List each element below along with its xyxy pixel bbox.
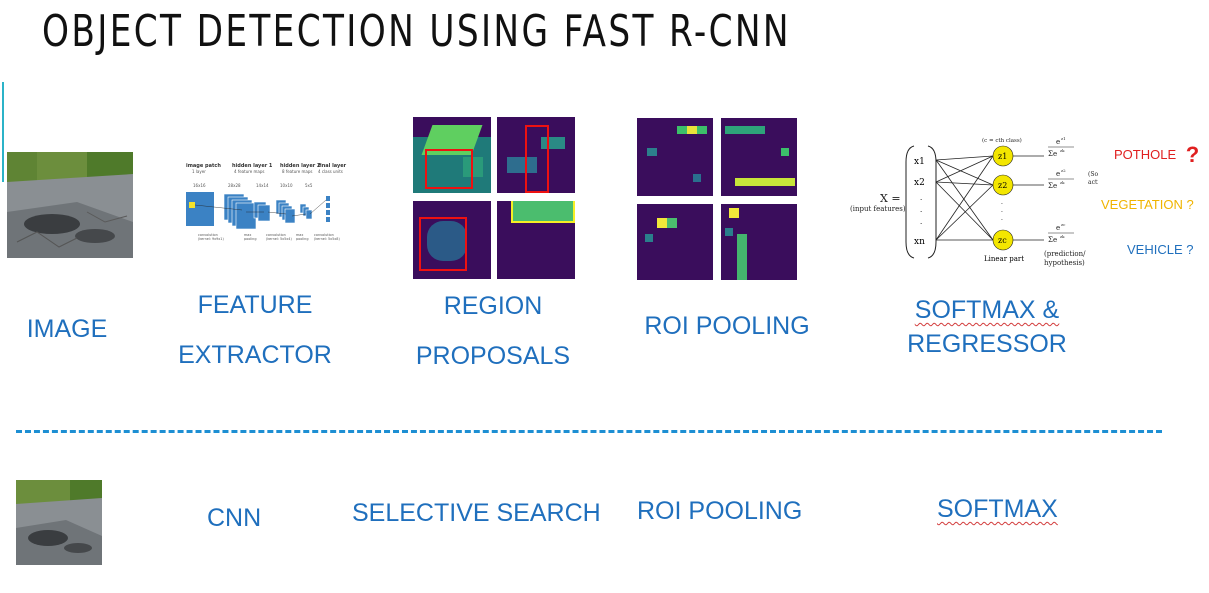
svg-text:activation): activation) [1088,179,1098,186]
svg-text:convolution: convolution [266,233,286,237]
svg-text:zk: zk [1060,234,1065,239]
class-pothole-label: POTHOLE [1114,147,1177,162]
bottom-cnn: CNN [207,504,262,532]
roi-tile-2 [721,118,797,196]
svg-text:(kernel: 5x5x8): (kernel: 5x5x8) [314,237,340,241]
svg-text:(kernel: 5x5x4): (kernel: 5x5x4) [266,237,292,241]
roi-tile-3 [637,204,713,280]
softmax-linear-part: Linear part [984,255,1024,263]
svg-text:zk: zk [1060,180,1065,185]
svg-text:Σe: Σe [1048,236,1057,244]
label-region-line2: PROPOSALS [415,342,571,370]
bottom-softmax: SOFTMAX [937,495,1058,524]
cnn-sub-1: 4 feature maps [234,169,265,174]
label-feature-line2: EXTRACTOR [178,341,332,369]
svg-text:pooling: pooling [244,237,257,241]
softmax-diagram: X = (input features) x1 x2 .. . xn (c = … [848,132,1120,274]
cnn-size-1: 28x28 [228,183,241,188]
region-tile-1 [413,117,491,193]
svg-text:max: max [244,233,251,237]
svg-text:Σe: Σe [1048,182,1057,190]
svg-text:z2: z2 [1061,168,1066,173]
cnn-size-0: 16x16 [193,183,206,188]
svg-text:.: . [920,218,922,226]
cnn-size-4: 5x5 [305,183,313,188]
cnn-sub-2: 8 feature maps [282,169,313,174]
softmax-class-note: (c = cth class) [982,137,1022,144]
roi-tile-4 [721,204,797,280]
label-region: REGION PROPOSALS [400,281,586,381]
label-image: IMAGE [26,315,108,343]
region-proposals-grid [413,117,575,279]
softmax-input-2: x2 [914,178,925,188]
region-tile-4 [497,201,575,279]
road-image-small [16,480,102,565]
svg-text:zc: zc [1061,222,1066,227]
softmax-node-1: z1 [998,152,1007,161]
label-feature-line1: FEATURE [197,291,313,319]
cnn-size-3: 10x10 [280,183,293,188]
cnn-diagram: image patch hidden layer 1 hidden layer … [180,160,348,252]
cnn-sub-0: 1 layer [192,169,206,174]
class-pothole: POTHOLE ? [1114,142,1199,168]
svg-text:zk: zk [1060,148,1065,153]
svg-text:e: e [1056,224,1060,232]
svg-text:max: max [296,233,303,237]
road-image [7,152,133,258]
bottom-softmax-label: SOFTMAX [937,495,1058,523]
softmax-x-sub: (input features) [850,205,906,213]
svg-text:.: . [1001,215,1003,222]
roi-pooling-grid [637,118,797,280]
softmax-input-1: x1 [914,157,925,167]
region-tile-3 [413,201,491,279]
label-softmax: SOFTMAX & REGRESSOR [890,293,1084,361]
cnn-header-3: final layer [318,163,347,169]
cnn-header-1: hidden layer 1 [232,163,273,169]
softmax-node-c: zc [998,236,1007,245]
roi-tile-1 [637,118,713,196]
svg-text:pooling: pooling [296,237,309,241]
slide-title: OBJECT DETECTION USING FAST R-CNN [42,6,791,57]
svg-text:(Softmax: (Softmax [1088,171,1098,178]
section-divider [16,430,1162,433]
cnn-sub-3: 4 class units [318,169,343,174]
label-softmax-line2: REGRESSOR [907,330,1067,358]
cnn-header-2: hidden layer 2 [280,163,321,169]
svg-text:z1: z1 [1061,136,1066,141]
svg-text:(kernel: 9x9x1): (kernel: 9x9x1) [198,237,224,241]
bottom-roi-pooling: ROI POOLING [637,497,803,525]
svg-text:.: . [920,206,922,214]
bottom-selective-search: SELECTIVE SEARCH [352,499,601,527]
svg-text:hypothesis): hypothesis) [1044,259,1085,267]
svg-text:e: e [1056,170,1060,178]
svg-text:.: . [920,194,922,202]
svg-text:convolution: convolution [198,233,218,237]
svg-text:convolution: convolution [314,233,334,237]
accent-line [2,82,4,182]
class-pothole-mark: ? [1185,142,1200,167]
cnn-header-0: image patch [186,163,221,169]
softmax-input-n: xn [914,237,925,247]
softmax-node-2: z2 [998,181,1007,190]
svg-text:.: . [1001,199,1003,206]
svg-text:Σe: Σe [1048,150,1057,158]
label-softmax-line1: SOFTMAX & [914,296,1060,324]
label-feature: FEATURE EXTRACTOR [170,280,340,380]
svg-text:.: . [1001,207,1003,214]
label-region-line1: REGION [443,292,543,320]
class-vegetation: VEGETATION ? [1101,197,1194,212]
svg-text:e: e [1056,138,1060,146]
region-tile-2 [497,117,575,193]
class-vehicle: VEHICLE ? [1127,242,1194,257]
label-roi: ROI POOLING [644,312,810,340]
svg-text:(prediction/: (prediction/ [1044,250,1086,258]
cnn-size-2: 14x14 [256,183,269,188]
softmax-x-label: X = [880,192,901,205]
